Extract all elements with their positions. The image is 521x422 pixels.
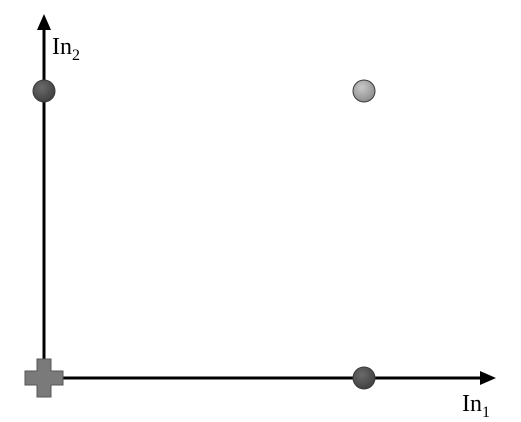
y-axis: In2 xyxy=(37,14,80,378)
x-axis-label: In1 xyxy=(462,391,490,421)
x-axis-label-subscript: 1 xyxy=(482,404,490,421)
y-axis-label: In2 xyxy=(52,34,80,64)
data-points xyxy=(24,79,376,398)
data-point-2 xyxy=(32,79,56,103)
data-point-3 xyxy=(352,79,376,103)
data-point-1 xyxy=(352,366,376,390)
y-axis-arrowhead xyxy=(37,14,51,30)
x-axis-arrowhead xyxy=(480,371,496,385)
x-axis: In1 xyxy=(44,371,496,421)
y-axis-label-subscript: 2 xyxy=(72,47,80,64)
data-point-0 xyxy=(24,358,64,398)
